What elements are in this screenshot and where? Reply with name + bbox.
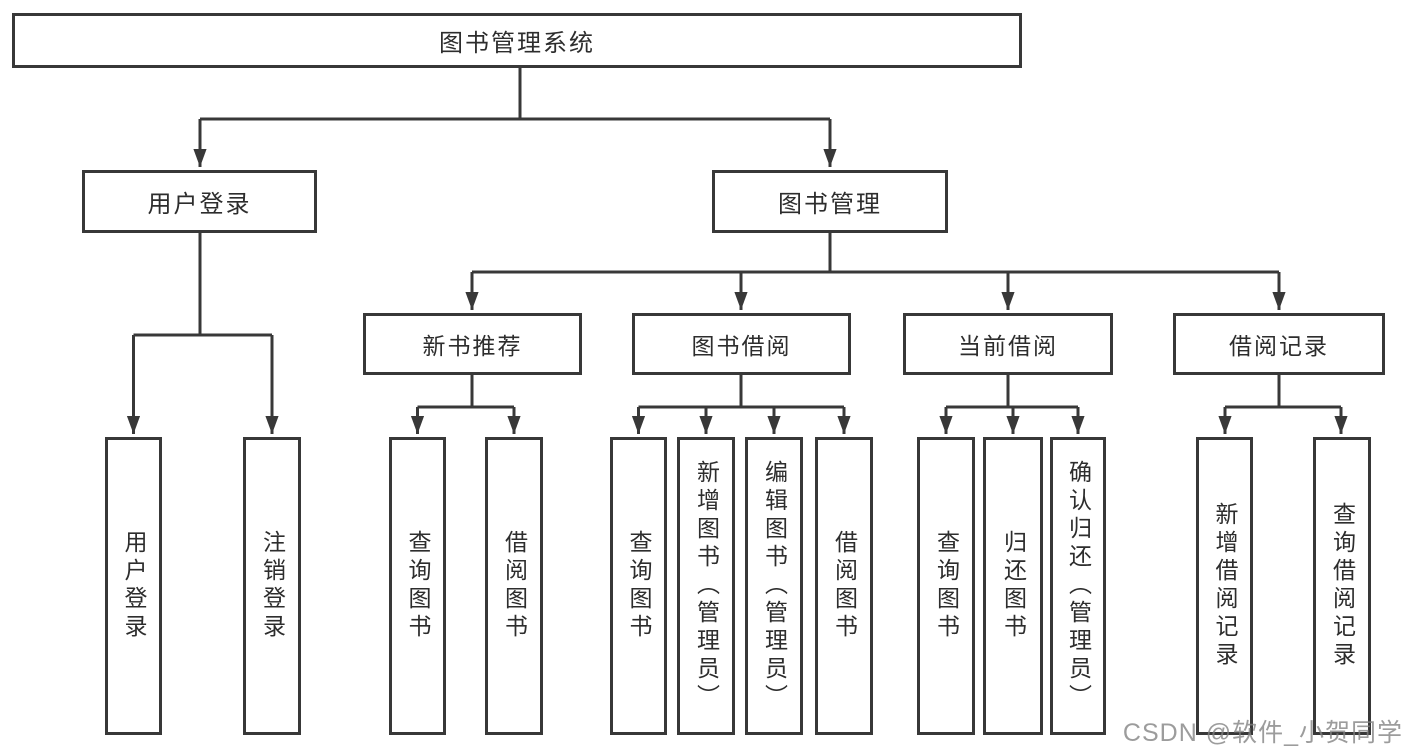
leaf-current-query-book: 查询图书 bbox=[917, 437, 975, 735]
leaf-logout: 注销登录 bbox=[243, 437, 301, 735]
node-new-book-recommend: 新书推荐 bbox=[363, 313, 582, 375]
node-user-login: 用户登录 bbox=[82, 170, 317, 233]
leaf-recommend-query-book: 查询图书 bbox=[389, 437, 446, 735]
leaf-records-add-record: 新增借阅记录 bbox=[1196, 437, 1253, 735]
leaf-borrow-borrow-book: 借阅图书 bbox=[815, 437, 873, 735]
leaf-records-query-record: 查询借阅记录 bbox=[1313, 437, 1371, 735]
leaf-borrow-query-book: 查询图书 bbox=[610, 437, 667, 735]
leaf-recommend-borrow-book: 借阅图书 bbox=[485, 437, 543, 735]
node-current-borrow: 当前借阅 bbox=[903, 313, 1113, 375]
leaf-current-confirm-return-admin: 确认归还（管理员） bbox=[1050, 437, 1106, 735]
node-book-management: 图书管理 bbox=[712, 170, 948, 233]
leaf-current-return-book: 归还图书 bbox=[983, 437, 1043, 735]
leaf-user-login: 用户登录 bbox=[105, 437, 162, 735]
node-root-library-system: 图书管理系统 bbox=[12, 13, 1022, 68]
leaf-borrow-add-book-admin: 新增图书（管理员） bbox=[677, 437, 735, 735]
leaf-borrow-edit-book-admin: 编辑图书（管理员） bbox=[745, 437, 803, 735]
node-book-borrow: 图书借阅 bbox=[632, 313, 851, 375]
node-borrow-records: 借阅记录 bbox=[1173, 313, 1385, 375]
